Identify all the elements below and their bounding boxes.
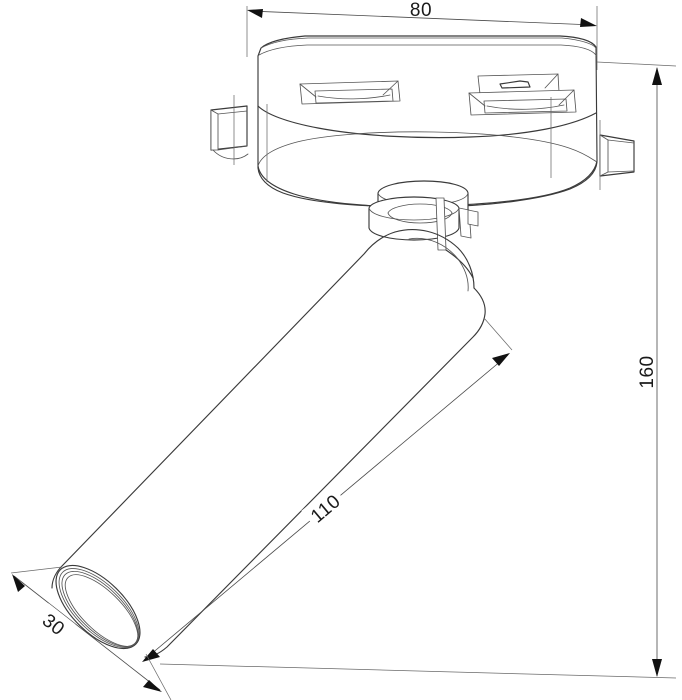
track-base xyxy=(257,35,598,208)
swivel-lower-disc-rim xyxy=(368,207,460,221)
pivot-screw-head xyxy=(467,209,479,227)
mount-clip-right-inner-top xyxy=(607,139,635,144)
extension-line-30-bottom xyxy=(145,653,172,700)
aperture-ring-outer xyxy=(55,564,141,650)
arrow-head-30-upper xyxy=(12,574,25,592)
recess-right-lower-bevel-a xyxy=(468,92,486,107)
extension-line-160-top xyxy=(596,61,677,67)
mount-clip-left-inner-bottom xyxy=(217,145,248,151)
dimension-160-group: 160 xyxy=(159,61,677,679)
arrow-head-80-left xyxy=(247,9,263,18)
front-aperture xyxy=(55,564,141,650)
swivel-joint xyxy=(368,180,479,279)
base-top-thickness-line xyxy=(258,44,597,56)
barrel-lower-edge xyxy=(144,287,486,658)
dimension-label-30-mask xyxy=(32,603,76,645)
recess-left-inner xyxy=(314,88,394,104)
cylinder-body xyxy=(51,229,486,658)
aperture-ring-mid xyxy=(58,568,140,648)
extension-line-110-upper xyxy=(483,317,513,351)
barrel-rear-shoulder xyxy=(408,237,469,292)
swivel-inner-ring-front xyxy=(387,212,453,224)
mount-clip-left xyxy=(210,95,249,165)
recess-left-contact-curve xyxy=(317,94,391,100)
dimension-label-160: 160 xyxy=(637,355,658,388)
mount-clip-right-side xyxy=(599,134,609,177)
swivel-inner-ring-back xyxy=(387,203,453,214)
arrow-head-160-bottom xyxy=(652,659,662,677)
dimension-30-group: 30 xyxy=(10,566,172,700)
base-bottom-ellipse-back xyxy=(257,131,598,167)
dimension-80-group: 80 xyxy=(246,0,598,70)
arrow-head-160-top xyxy=(652,67,662,85)
mount-clip-right xyxy=(599,120,635,190)
dimension-label-80: 80 xyxy=(410,0,432,21)
recess-left-bevel-a xyxy=(299,83,317,98)
recess-left-bevel-b xyxy=(382,80,399,96)
mount-clip-left-bottom-curve xyxy=(212,149,249,160)
barrel-upper-edge xyxy=(51,231,396,589)
recess-left xyxy=(299,80,401,105)
dimension-line-80 xyxy=(249,10,595,26)
arrow-head-30-lower xyxy=(143,680,162,692)
extension-line-160-bottom xyxy=(159,663,677,679)
recess-right-lower-contact-curve xyxy=(486,104,565,110)
base-front-edge xyxy=(257,105,597,139)
extension-line-30-top xyxy=(10,566,63,574)
mount-clip-left-side xyxy=(210,109,219,151)
base-top-rim xyxy=(260,37,597,49)
dimension-label-30-wrap: 30 xyxy=(32,603,76,645)
swivel-bracket-tail xyxy=(445,249,474,279)
dimension-label-110-mask xyxy=(301,485,349,531)
arrow-head-110-lower xyxy=(142,649,160,662)
mount-clip-right-inner-bottom xyxy=(607,170,634,173)
barrel-rear-cap xyxy=(394,229,475,289)
mount-clip-left-inner-top xyxy=(217,110,248,115)
recess-right-upper-contact xyxy=(499,80,531,89)
recess-right-lower-bevel-b xyxy=(558,89,575,106)
arrow-head-80-right xyxy=(580,18,597,27)
arrow-head-110-upper xyxy=(492,353,510,366)
dimension-line-30 xyxy=(13,575,161,691)
swivel-bracket-arm-left xyxy=(435,197,447,251)
dimension-110-group: 110 xyxy=(142,317,513,662)
recess-right-lower xyxy=(468,89,577,116)
aperture-ring-bore xyxy=(64,574,139,647)
dimension-label-110-wrap: 110 xyxy=(301,485,349,531)
recess-right-lower-inner xyxy=(483,98,568,114)
recess-right-upper-bevel xyxy=(544,73,559,89)
